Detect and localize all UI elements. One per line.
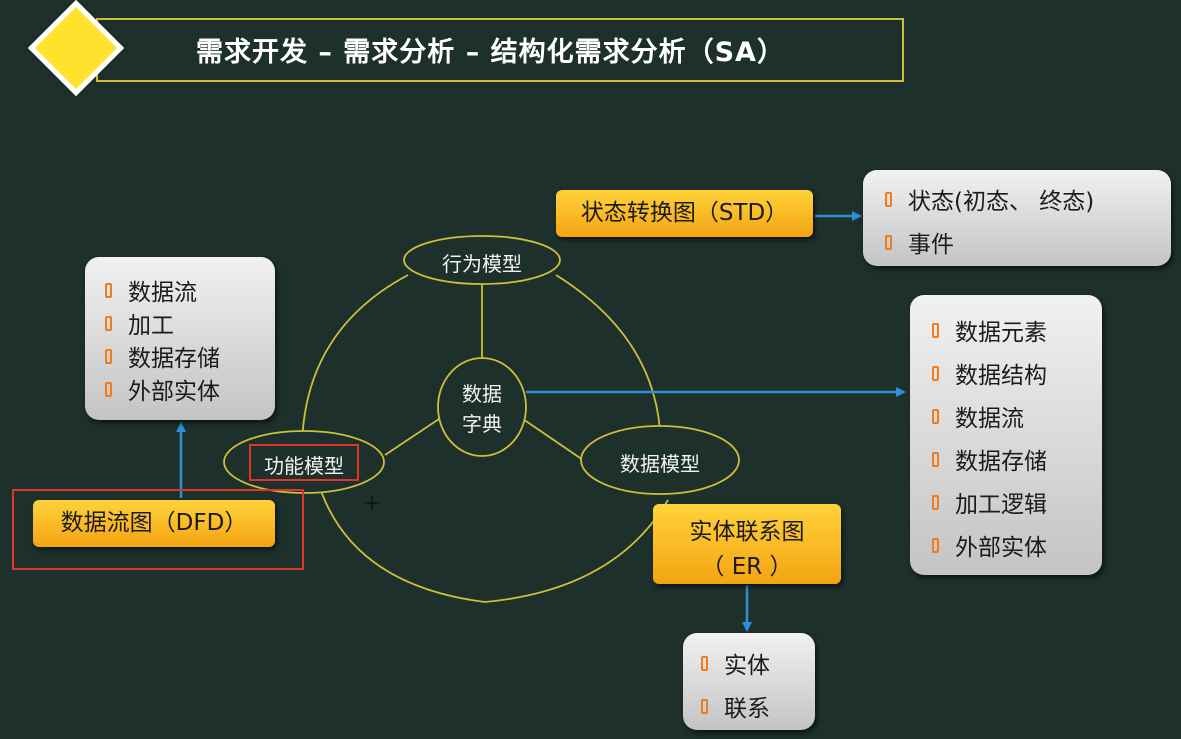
arc-behavior-to-data xyxy=(555,274,661,431)
list-item-label: 数据元素 xyxy=(955,320,1047,346)
spoke-function xyxy=(384,414,446,456)
list-item-label: 数据流 xyxy=(128,280,197,306)
bullet-icon xyxy=(932,537,939,553)
list-item-label: 加工逻辑 xyxy=(955,492,1047,518)
er-items-box: 实体 联系 xyxy=(683,633,815,730)
bullet-icon xyxy=(105,282,112,298)
bullet-icon xyxy=(105,381,112,397)
list-item: 数据元素 xyxy=(932,313,1047,347)
er-box: 实体联系图 （ ER ） xyxy=(653,504,841,584)
dfd-highlight xyxy=(12,489,304,570)
list-item-label: 数据结构 xyxy=(955,363,1047,389)
list-item-label: 实体 xyxy=(724,653,770,679)
data-model-label: 数据模型 xyxy=(620,452,700,476)
er-label-line2: （ ER ） xyxy=(701,554,793,580)
list-item: 数据结构 xyxy=(932,356,1047,390)
list-item: 实体 xyxy=(701,646,770,680)
std-items-box: 状态(初态、 终态) 事件 xyxy=(863,170,1171,266)
data-dictionary-label-line2: 字典 xyxy=(462,412,502,436)
bullet-icon xyxy=(885,191,892,207)
arc-behavior-to-function xyxy=(301,274,409,446)
er-label-line1: 实体联系图 xyxy=(689,519,805,545)
bullet-icon xyxy=(701,698,708,714)
list-item: 数据存储 xyxy=(105,339,220,373)
list-item: 数据存储 xyxy=(932,442,1047,476)
list-item: 联系 xyxy=(701,689,770,723)
list-item-label: 数据流 xyxy=(955,406,1024,432)
bullet-icon xyxy=(885,234,892,250)
function-model-label: 功能模型 xyxy=(264,454,344,478)
list-item: 外部实体 xyxy=(105,372,220,406)
list-item-label: 事件 xyxy=(908,232,954,258)
behavior-model-label: 行为模型 xyxy=(442,252,522,276)
bullet-icon xyxy=(932,451,939,467)
list-item-label: 状态(初态、 终态) xyxy=(908,189,1095,215)
list-item-label: 外部实体 xyxy=(128,379,220,405)
data-model-oval xyxy=(580,425,740,495)
list-item-label: 联系 xyxy=(724,696,770,722)
slide-title: 需求开发 – 需求分析 – 结构化需求分析（SA） xyxy=(196,37,785,68)
bullet-icon xyxy=(932,494,939,510)
list-item: 事件 xyxy=(885,225,954,259)
function-model-highlight xyxy=(249,444,359,481)
list-item: 加工 xyxy=(105,306,174,340)
list-item-label: 数据存储 xyxy=(955,449,1047,475)
spoke-data xyxy=(519,416,584,461)
list-item: 状态(初态、 终态) xyxy=(885,182,1094,216)
bullet-icon xyxy=(932,365,939,381)
std-box: 状态转换图（STD） xyxy=(556,190,813,237)
behavior-model-oval xyxy=(403,235,561,285)
list-item: 外部实体 xyxy=(932,528,1047,562)
bullet-icon xyxy=(105,315,112,331)
bullet-icon xyxy=(932,322,939,338)
list-item-label: 数据存储 xyxy=(128,346,220,372)
list-item: 数据流 xyxy=(932,399,1024,433)
bullet-icon xyxy=(105,348,112,364)
list-item: 加工逻辑 xyxy=(932,485,1047,519)
crosshair-cursor xyxy=(365,496,379,510)
list-item-label: 外部实体 xyxy=(955,535,1047,561)
bullet-icon xyxy=(932,408,939,424)
dfd-box: 数据流图（DFD） xyxy=(33,500,275,547)
data-dictionary-oval xyxy=(437,357,527,457)
function-model-oval xyxy=(223,430,385,494)
dictionary-items-box: 数据元素 数据结构 数据流 数据存储 加工逻辑 外部实体 xyxy=(910,295,1102,575)
list-item: 数据流 xyxy=(105,273,197,307)
arc-function-to-data xyxy=(317,481,669,603)
data-dictionary-label-line1: 数据 xyxy=(462,382,502,406)
list-item-label: 加工 xyxy=(128,313,174,339)
bullet-icon xyxy=(701,655,708,671)
dfd-items-box: 数据流 加工 数据存储 外部实体 xyxy=(85,257,275,420)
